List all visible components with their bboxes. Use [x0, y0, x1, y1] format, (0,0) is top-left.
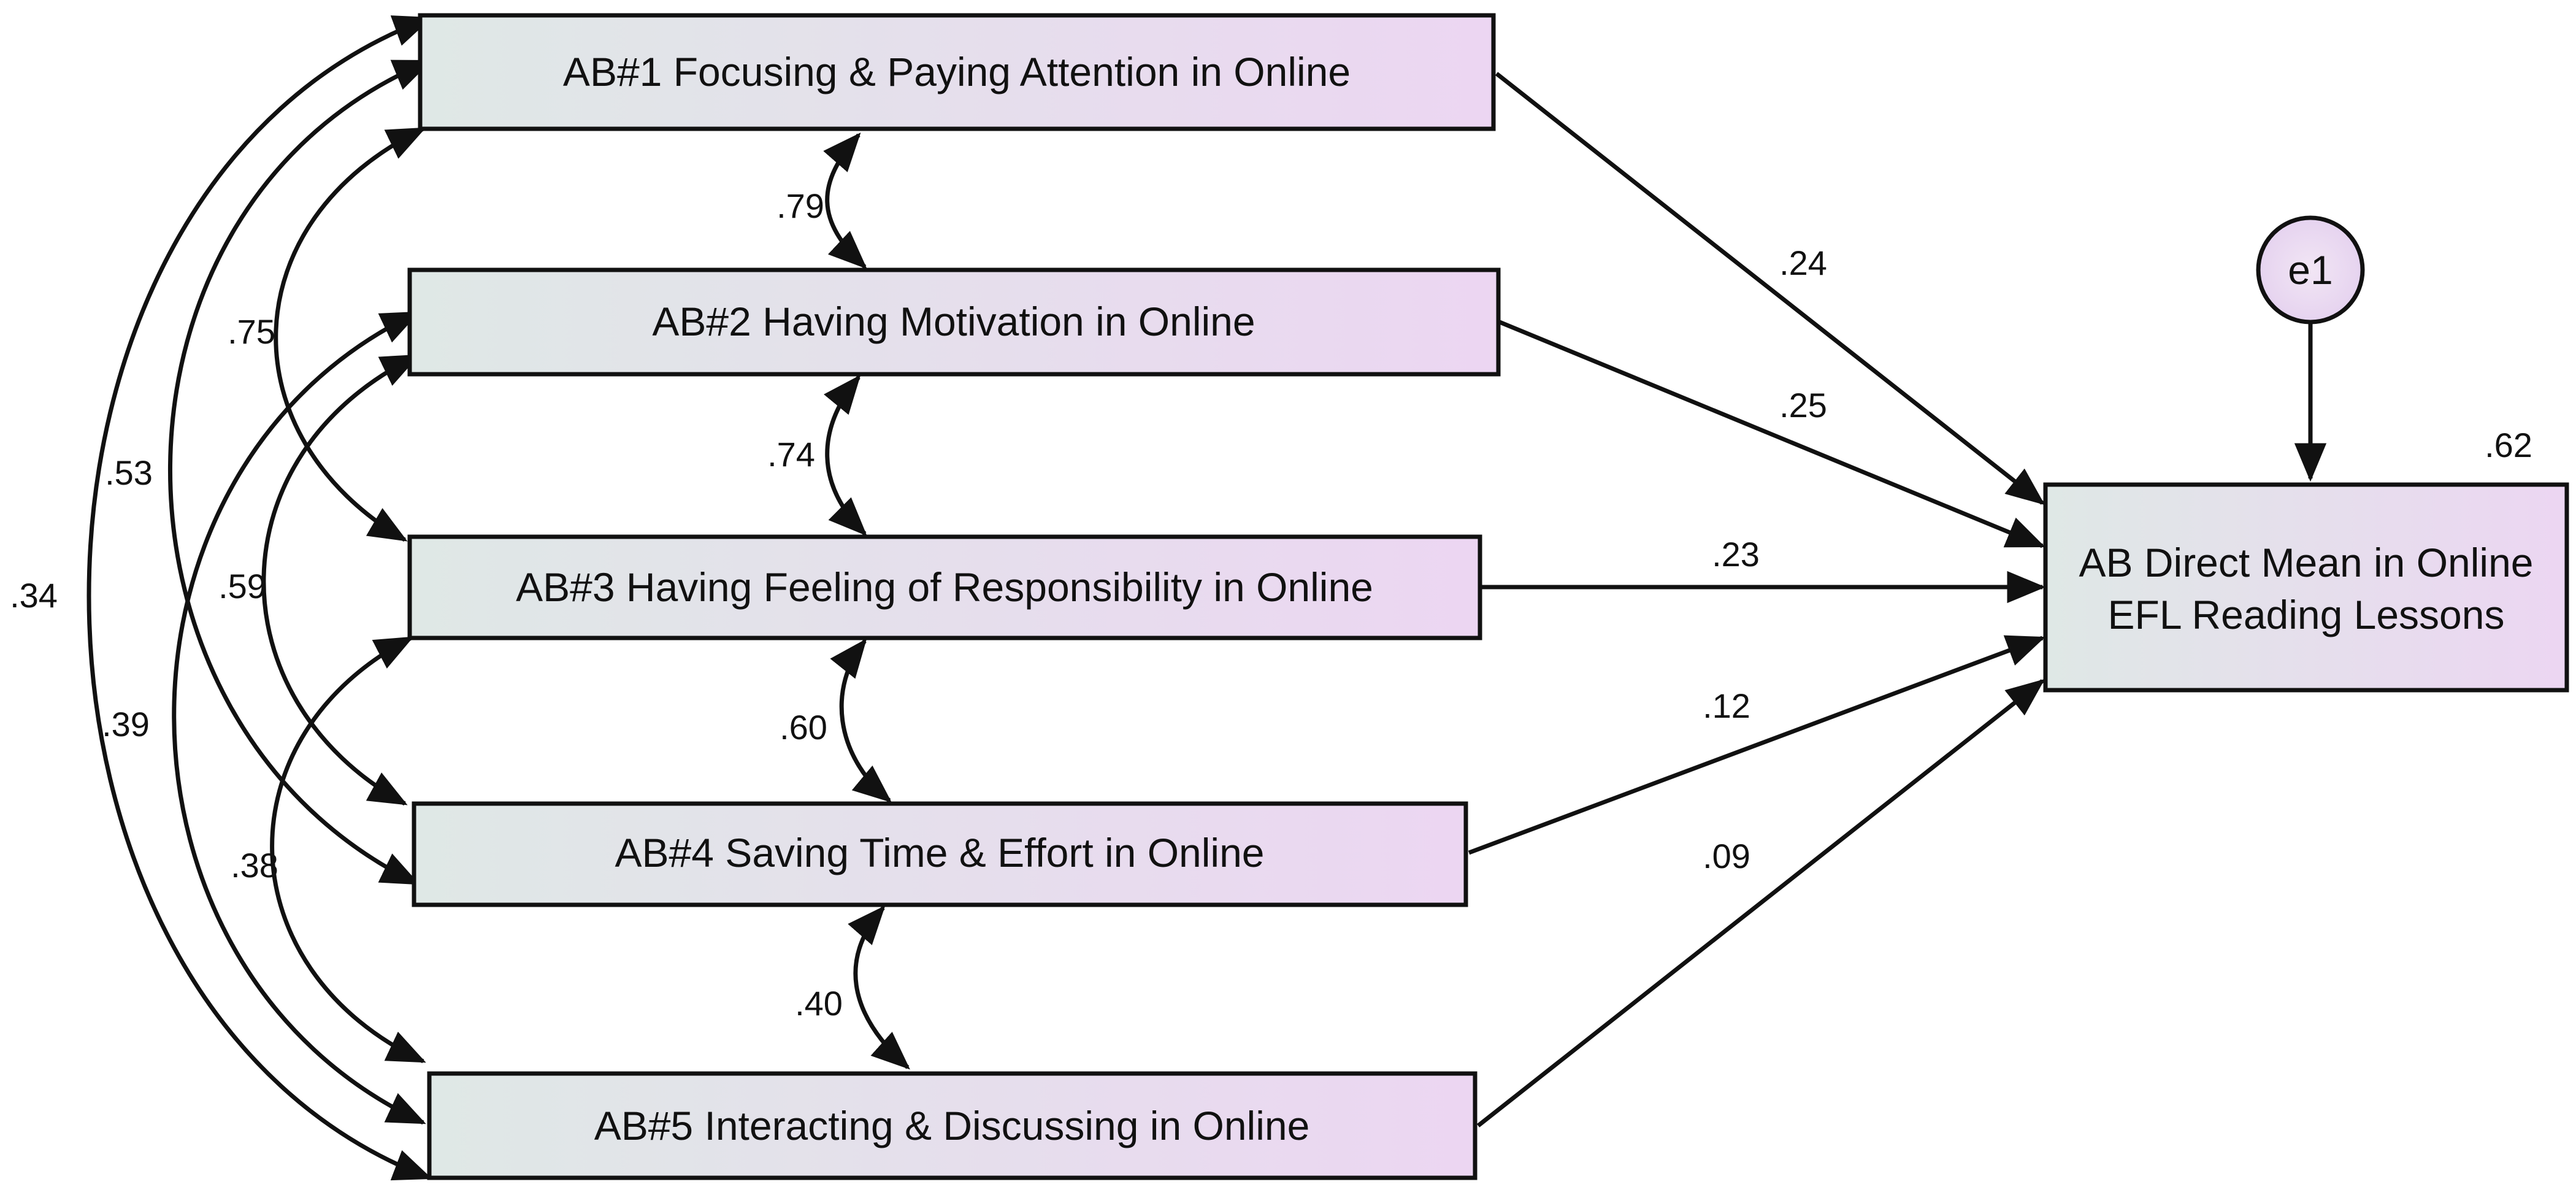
predictor-ab4: AB#4 Saving Time & Effort in Online	[412, 801, 1468, 907]
outcome-box	[2043, 482, 2569, 693]
corr-curve-ab3-ab4	[830, 638, 892, 803]
predictor-boxes: AB#1 Focusing & Paying Attention in Onli…	[407, 13, 1501, 1180]
path-arrows	[1468, 72, 2046, 1128]
path-coef-ab3: .23	[1712, 535, 1760, 574]
corr-curve-ab1-ab2	[823, 133, 867, 269]
corr-curve-ab1-ab3	[274, 126, 426, 542]
adjacent-correlation-curves	[823, 133, 910, 1070]
path-coef-ab5: .09	[1703, 837, 1750, 875]
corr-curve-ab2-ab5	[172, 310, 426, 1125]
corr-curve-ab2-ab3	[824, 374, 867, 536]
path-coefficient-labels: .24 .25 .23 .12 .09	[1703, 244, 1827, 875]
predictor-ab3: AB#3 Having Feeling of Responsibility in…	[407, 534, 1482, 640]
r-squared-label: .62	[2485, 426, 2532, 464]
outcome-label-line2: EFL Reading Lessons	[2108, 592, 2505, 637]
correlation-curves	[86, 15, 432, 1181]
corr-label-ab2-ab5: .39	[102, 705, 150, 744]
corr-curve-ab3-ab5	[270, 636, 426, 1064]
path-arrow-ab1	[1495, 72, 2045, 505]
corr-curve-ab1-ab4	[168, 59, 432, 886]
corr-label-ab3-ab5: .38	[231, 846, 278, 885]
predictor-ab1: AB#1 Focusing & Paying Attention in Onli…	[418, 13, 1496, 131]
correlation-labels: .79 .74 .60 .40 .75 .59 .38 .53 .39 .34	[10, 186, 843, 1023]
corr-curve-ab4-ab5	[848, 905, 910, 1070]
corr-curve-ab2-ab4	[261, 353, 420, 806]
error-label: e1	[2288, 247, 2333, 293]
path-coef-ab4: .12	[1703, 686, 1750, 725]
path-coef-ab2: .25	[1779, 386, 1827, 425]
corr-label-ab2-ab3: .74	[767, 435, 815, 474]
error-term: e1	[2256, 215, 2365, 482]
outcome-label-line1: AB Direct Mean in Online	[2079, 540, 2534, 585]
predictor-ab5: AB#5 Interacting & Discussing in Online	[427, 1071, 1478, 1180]
predictor-label-ab1: AB#1 Focusing & Paying Attention in Onli…	[563, 49, 1351, 94]
outcome-node: AB Direct Mean in Online EFL Reading Les…	[2043, 426, 2569, 693]
corr-label-ab1-ab4: .53	[105, 453, 153, 492]
corr-label-ab2-ab4: .59	[218, 567, 266, 605]
path-coef-ab1: .24	[1779, 244, 1827, 282]
corr-label-ab1-ab5: .34	[10, 576, 58, 615]
corr-label-ab1-ab2: .79	[776, 186, 824, 225]
predictor-label-ab4: AB#4 Saving Time & Effort in Online	[615, 830, 1265, 875]
corr-label-ab1-ab3: .75	[228, 312, 275, 351]
predictor-label-ab3: AB#3 Having Feeling of Responsibility in…	[516, 564, 1373, 610]
path-arrow-ab2	[1498, 320, 2045, 548]
predictor-label-ab5: AB#5 Interacting & Discussing in Online	[594, 1103, 1310, 1148]
corr-label-ab4-ab5: .40	[795, 984, 843, 1023]
predictor-label-ab2: AB#2 Having Motivation in Online	[652, 299, 1255, 344]
predictor-ab2: AB#2 Having Motivation in Online	[407, 267, 1501, 377]
corr-curve-ab1-ab5	[86, 15, 432, 1181]
error-circle	[2256, 215, 2365, 325]
path-arrow-ab4	[1468, 635, 2045, 855]
path-arrow-ab5	[1476, 678, 2045, 1128]
corr-label-ab3-ab4: .60	[780, 708, 827, 747]
